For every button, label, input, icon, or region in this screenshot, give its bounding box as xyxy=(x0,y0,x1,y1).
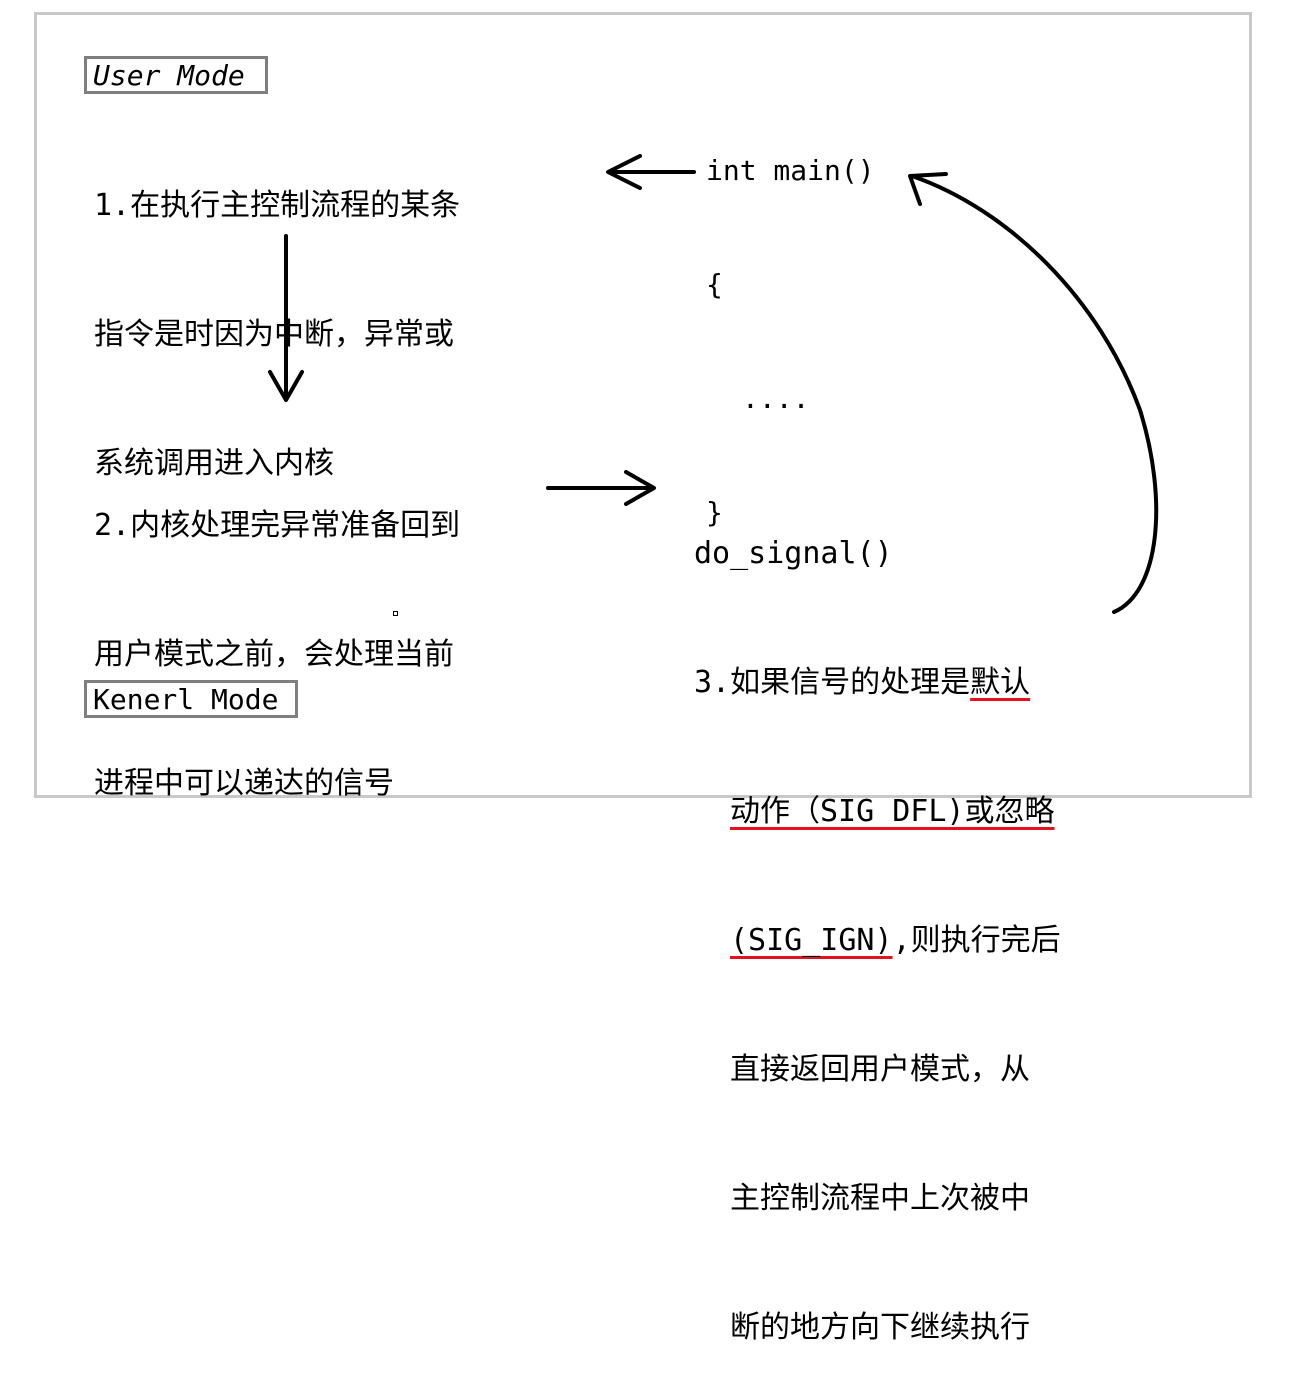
sig-dfl-highlight: 动作（SIG DFL)或忽略 xyxy=(730,794,1055,829)
step2-line: 2.内核处理完异常准备回到 xyxy=(94,508,461,543)
step3-line: 直接返回用户模式，从 xyxy=(730,1052,1030,1087)
flow-arrows xyxy=(268,154,1159,614)
step1-line: 系统调用进入内核 xyxy=(94,446,334,481)
code-line: int main() xyxy=(706,154,875,187)
step2-text: 2.内核处理完异常准备回到 用户模式之前，会处理当前 进程中可以递达的信号 xyxy=(94,418,460,848)
kernel-mode-label: Kenerl Mode xyxy=(84,680,298,718)
step3-text-plain: 3.如果信号的处理是 xyxy=(694,665,971,700)
step2-line: 用户模式之前，会处理当前 xyxy=(94,637,454,672)
do-signal-func: do_signal() xyxy=(694,536,893,571)
default-action-highlight: 默认 xyxy=(970,665,1031,700)
step1-line: 指令是时因为中断，异常或 xyxy=(94,317,454,352)
step1-line: 1.在执行主控制流程的某条 xyxy=(94,188,461,223)
arrow-main-to-kernel xyxy=(606,154,696,190)
step3-line: (SIG_IGN),则执行完后 xyxy=(694,919,1061,962)
code-line: } xyxy=(706,496,723,529)
step1-text: 1.在执行主控制流程的某条 指令是时因为中断，异常或 系统调用进入内核 xyxy=(94,98,460,528)
arrow-to-do-signal xyxy=(546,470,656,506)
arrow-return-to-main xyxy=(908,172,1159,614)
step3-line: 断的地方向下继续执行 xyxy=(730,1310,1030,1345)
step2-line: 进程中可以递达的信号 xyxy=(94,766,394,801)
step3-line: 3.如果信号的处理是默认 xyxy=(694,661,1061,704)
step3-line: 动作（SIG DFL)或忽略 xyxy=(694,790,1061,833)
diagram-frame xyxy=(34,12,1252,798)
step3-line: 主控制流程中上次被中 xyxy=(730,1181,1030,1216)
code-line: { xyxy=(706,268,723,301)
user-mode-label: User Mode xyxy=(84,56,268,94)
code-line: .... xyxy=(742,382,810,415)
sig-ign-highlight: (SIG_IGN) xyxy=(730,923,893,958)
main-code: int main() { .... } xyxy=(706,76,875,570)
arrow-down-to-step2 xyxy=(268,234,304,402)
step3-text-plain: ,则执行完后 xyxy=(892,923,1061,958)
stray-dot xyxy=(393,611,398,616)
